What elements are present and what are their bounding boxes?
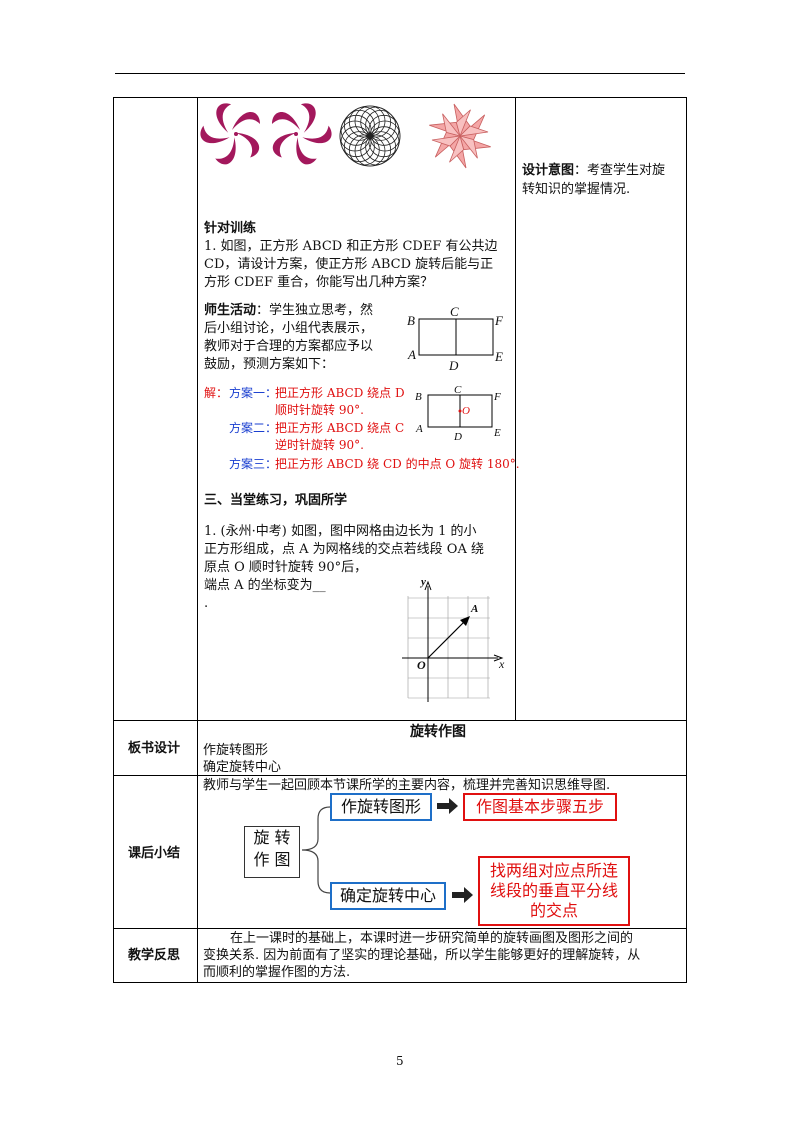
activity-label: 师生活动 — [204, 303, 257, 318]
grid-origin: O — [417, 658, 426, 672]
fig2-label-O: O — [462, 405, 470, 417]
fig2-label-F: F — [494, 391, 501, 403]
practice-q1-line3: 原点 O 顺时针旋转 90°后， — [204, 560, 368, 575]
fig1-label-F: F — [495, 313, 503, 328]
board-line2: 确定旋转中心 — [203, 760, 282, 775]
design-intent-line1: 设计意图：考查学生对旋 — [522, 163, 666, 178]
fig2-label-B: B — [415, 391, 422, 403]
training-q1-line3: 方形 CDEF 重合，你能写出几种方案？ — [204, 275, 434, 290]
training-heading: 针对训练 — [204, 221, 257, 236]
two-squares-midpoint-figure — [427, 394, 493, 428]
plan1-label: 方案一： — [229, 386, 278, 400]
grid-axis-x: x — [499, 657, 505, 671]
fig1-label-A: A — [408, 347, 416, 362]
page-number: 5 — [396, 1054, 404, 1068]
activity-line4: 鼓励，预测方案如下： — [204, 357, 335, 372]
spirograph-circle-icon — [339, 105, 401, 167]
practice-q1-line2: 正方形组成，点 A 为网格线的交点若线段 OA 绕 — [204, 542, 484, 557]
reflection-line3: 而顺利的掌握作图的方法. — [203, 965, 351, 980]
two-squares-figure — [418, 318, 494, 356]
practice-heading: 三、当堂练习，巩固所学 — [204, 493, 348, 508]
plan1-line1: 把正方形 ABCD 绕点 D — [275, 386, 405, 400]
activity-line1: 师生活动：学生独立思考，然 — [204, 303, 374, 318]
branch2-result: 找两组对应点所连 线段的垂直平分线 的交点 — [478, 856, 630, 926]
right-arrow-icon — [452, 887, 473, 903]
grid-point-A: A — [471, 603, 479, 615]
reflection-label: 教学反思 — [128, 948, 181, 963]
practice-q1-line1: 1. (永州·中考) 如图，图中网格由边长为 1 的小 — [204, 524, 477, 539]
fig1-label-E: E — [495, 349, 503, 364]
plan1-line2: 顺时针旋转 90°. — [275, 403, 364, 417]
activity-line2: 后小组讨论，小组代表展示， — [204, 321, 374, 336]
mind-map-bracket — [301, 806, 331, 894]
fig1-label-C: C — [450, 304, 459, 319]
pinwheel-left-icon — [200, 103, 260, 165]
board-line1: 作旋转图形 — [203, 743, 269, 758]
board-title: 旋转作图 — [410, 724, 466, 740]
activity-line3: 教师对于合理的方案都应予以 — [204, 339, 374, 354]
grid-axis-y: y — [421, 576, 426, 588]
branch-rotate-figure: 作旋转图形 — [330, 793, 432, 821]
training-q1-line2: CD，请设计方案，使正方形 ABCD 旋转后能与正 — [204, 257, 494, 272]
training-q1-line1: 1. 如图，正方形 ABCD 和正方形 CDEF 有公共边 — [204, 239, 498, 254]
plan3-text: 把正方形 ABCD 绕 CD 的中点 O 旋转 180°. — [275, 457, 520, 471]
reflection-line2: 变换关系. 因为前面有了坚实的理论基础，所以学生能够更好的理解旋转，从 — [203, 948, 641, 963]
design-intent-line2: 转知识的掌握情况. — [522, 182, 631, 197]
reflection-line1: 在上一课时的基础上，本课时进一步研究简单的旋转画图及图形之间的 — [230, 931, 634, 946]
branch-rotation-center: 确定旋转中心 — [330, 882, 446, 910]
fig2-label-A: A — [416, 423, 423, 435]
summary-label: 课后小结 — [128, 846, 181, 861]
plan3-label: 方案三： — [229, 457, 278, 471]
header-rule — [115, 73, 685, 74]
plan2-line1: 把正方形 ABCD 绕点 C — [275, 421, 405, 435]
practice-q1-line4: 端点 A 的坐标变为__ — [204, 578, 326, 593]
rotation-images-row — [200, 103, 491, 169]
fig1-label-B: B — [407, 313, 415, 328]
star-flower-icon — [429, 103, 491, 169]
right-arrow-icon — [437, 798, 458, 814]
mind-map-root: 旋 转 作 图 — [244, 826, 300, 878]
summary-intro: 教师与学生一起回顾本节课所学的主要内容，梳理并完善知识思维导图. — [203, 778, 611, 793]
plan2-line2: 逆时针旋转 90°. — [275, 438, 364, 452]
plan2-label: 方案二： — [229, 421, 278, 435]
solution-prefix: 解： — [204, 386, 229, 400]
branch1-result: 作图基本步骤五步 — [463, 793, 617, 821]
coordinate-grid-figure — [402, 580, 504, 702]
design-intent-label: 设计意图 — [522, 163, 575, 178]
pinwheel-right-icon — [272, 103, 332, 165]
fig2-label-C: C — [454, 384, 462, 396]
fig2-label-E: E — [494, 427, 501, 439]
fig1-label-D: D — [449, 358, 459, 373]
board-label: 板书设计 — [128, 741, 181, 756]
practice-q1-line5: . — [204, 596, 209, 611]
fig2-label-D: D — [454, 431, 462, 443]
